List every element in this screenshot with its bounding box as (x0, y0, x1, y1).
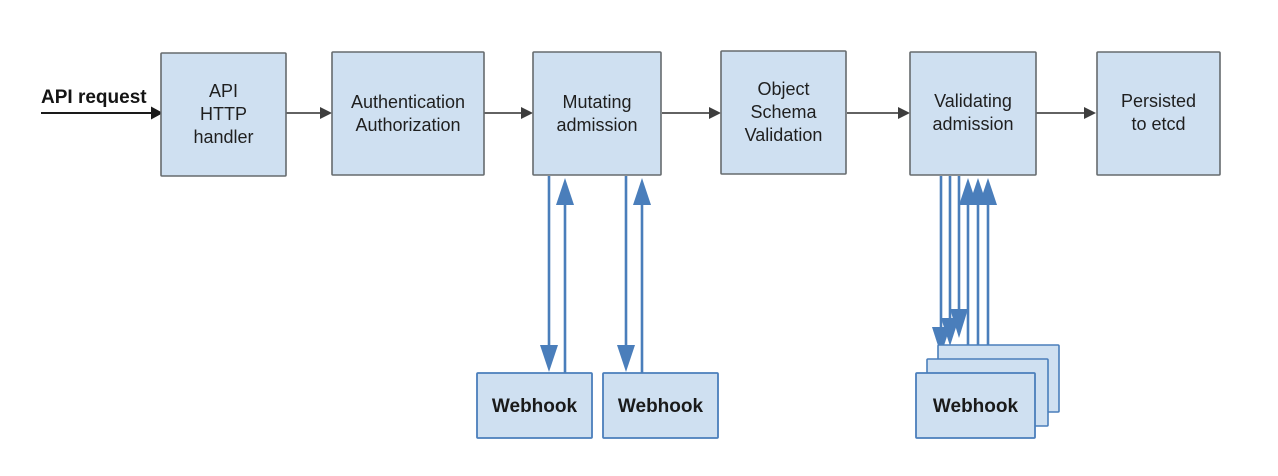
call-arrow-up-validating-1 (959, 178, 977, 373)
pipeline-box-authentication-authorization[interactable]: Authentication Authorization (331, 51, 485, 176)
pipeline-box-label-line1: Mutating (562, 92, 631, 112)
arrow-head-down-icon (617, 345, 635, 372)
pipeline-box-label-line1: Persisted (1121, 91, 1196, 111)
call-arrow-down-validating-3 (950, 176, 968, 338)
call-arrow-up-validating-3 (979, 178, 997, 348)
call-arrow-up-validating-2 (969, 178, 987, 360)
validating-webhook-call-arrows (932, 176, 997, 373)
call-arrow-down-validating-1 (932, 176, 950, 355)
pipeline-box-mutating-admission[interactable]: Mutating admission (532, 51, 662, 176)
webhook-label: Webhook (933, 396, 1019, 417)
pipeline-connectors (286, 107, 1096, 119)
call-arrow-up-mutating-2 (633, 178, 651, 373)
arrow-head-down-icon (540, 345, 558, 372)
pipeline-box-label-line1: Authentication (351, 92, 465, 112)
call-arrow-down-mutating-2 (617, 176, 635, 372)
pipeline-box-persisted-to-etcd[interactable]: Persisted to etcd (1096, 51, 1221, 176)
arrow-head-icon (898, 107, 910, 119)
webhook-label: Webhook (492, 396, 578, 417)
entry-api-request: API request (41, 87, 163, 120)
pipeline-box-label-line3: handler (193, 127, 253, 147)
call-arrow-down-validating-2 (941, 176, 959, 346)
entry-label: API request (41, 87, 147, 108)
pipeline-box-label-line2: HTTP (200, 104, 247, 124)
arrow-head-down-icon (932, 327, 950, 355)
arrow-head-icon (1084, 107, 1096, 119)
pipeline-box-label-line1: Validating (934, 91, 1012, 111)
webhook-box-validating-stack-front[interactable]: Webhook (915, 372, 1036, 439)
call-arrow-down-mutating-1 (540, 176, 558, 372)
arrow-head-up-icon (556, 178, 574, 205)
pipeline-box-object-schema-validation[interactable]: Object Schema Validation (720, 50, 847, 175)
connector-schema-to-validating (847, 107, 910, 119)
call-arrow-up-mutating-1 (556, 178, 574, 373)
pipeline-box-label-line2: admission (932, 114, 1013, 134)
pipeline-box-label-line2: Authorization (355, 115, 460, 135)
pipeline-box-api-http-handler[interactable]: API HTTP handler (160, 52, 287, 177)
arrow-head-down-icon (950, 309, 968, 338)
pipeline-box-label-line1: Object (757, 79, 809, 99)
pipeline-box-label-line1: API (209, 81, 238, 101)
pipeline-box-label-line2: to etcd (1131, 114, 1185, 134)
arrow-head-icon (521, 107, 533, 119)
pipeline-box-label-line3: Validation (745, 125, 823, 145)
arrow-head-up-icon (979, 178, 997, 205)
connector-validating-to-etcd (1036, 107, 1096, 119)
connector-handler-to-auth (286, 107, 332, 119)
pipeline-box-label-line2: admission (556, 115, 637, 135)
arrow-head-up-icon (633, 178, 651, 205)
pipeline-box-validating-admission[interactable]: Validating admission (909, 51, 1037, 176)
mutating-webhook-call-arrows (540, 176, 651, 373)
webhook-box-mutating-2[interactable]: Webhook (602, 372, 719, 439)
connector-auth-to-mutating (484, 107, 533, 119)
webhook-box-mutating-1[interactable]: Webhook (476, 372, 593, 439)
entry-arrow-head-icon (151, 106, 163, 120)
arrow-head-down-icon (941, 318, 959, 346)
arrow-head-icon (320, 107, 332, 119)
arrow-head-icon (709, 107, 721, 119)
webhook-label: Webhook (618, 396, 704, 417)
pipeline-box-label-line2: Schema (750, 102, 817, 122)
connector-mutating-to-schema (662, 107, 721, 119)
